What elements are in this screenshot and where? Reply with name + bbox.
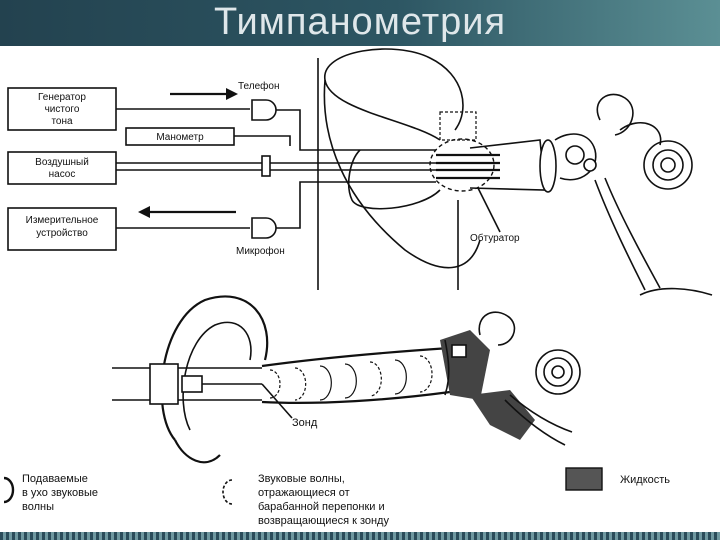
eardrum — [539, 139, 557, 193]
lower-cochlea-mid — [543, 357, 573, 387]
manometer-line — [234, 135, 291, 146]
lower-auricle-inner — [182, 321, 252, 431]
lower-ossicle — [451, 344, 467, 358]
meter-box — [7, 207, 117, 251]
wave-3 — [319, 365, 332, 401]
lower-semicircular — [478, 311, 516, 346]
air-pump-label-2: насос — [49, 169, 76, 180]
title-bar — [0, 0, 720, 46]
lower-cochlea-inner — [551, 365, 565, 379]
tympanometry-diagram: Генератор чистого тона Телефон Манометр … — [3, 48, 713, 527]
footer-strip — [0, 532, 720, 540]
lower-cochlea-outer — [535, 349, 581, 395]
ossicle-malleus — [565, 145, 585, 165]
telephone-icon — [251, 99, 277, 121]
microphone-icon — [251, 217, 277, 239]
manometer-label: Манометр — [156, 132, 204, 143]
legend-reflected-4: возвращающиеся к зонду — [258, 515, 389, 527]
legend-fluid-label: Жидкость — [620, 474, 670, 486]
cochlea-outer — [643, 140, 693, 190]
arrow-head-left — [138, 206, 150, 218]
legend-fluid-swatch — [565, 467, 603, 491]
legend-reflected-3: барабанной перепонки и — [258, 501, 385, 513]
wave-7 — [419, 355, 433, 393]
middle-ear-cavity — [554, 133, 597, 181]
legend-incoming-1: Подаваемые — [22, 473, 88, 485]
air-pump-box — [7, 151, 117, 185]
generator-label-3: тона — [51, 116, 73, 127]
lower-nerve-2 — [509, 394, 573, 433]
air-pump-label-1: Воздушный — [35, 157, 89, 168]
legend-reflected-symbol — [222, 479, 233, 505]
semicircular-canal-2 — [619, 121, 662, 146]
auricle-top — [324, 48, 464, 141]
nerve-bottom — [639, 287, 713, 296]
microphone-label: Микрофон — [236, 245, 285, 257]
eustachian-tube-1 — [594, 179, 646, 291]
cochlea-mid — [652, 149, 684, 181]
eustachian-tube-2 — [604, 177, 661, 289]
telephone-tube — [276, 109, 436, 151]
top-diagram: Генератор чистого тона Телефон Манометр … — [7, 48, 713, 296]
probe-housing — [149, 363, 179, 405]
microphone-tube — [276, 181, 436, 229]
generator-label-2: чистого — [45, 104, 80, 115]
legend: Подаваемые в ухо звуковые волны Звуковые… — [3, 467, 670, 527]
generator-label-1: Генератор — [38, 92, 86, 103]
fluid-region-2 — [470, 390, 535, 440]
ear-canal — [469, 139, 546, 191]
fluid-region-1 — [440, 330, 490, 400]
air-valve — [261, 155, 271, 177]
probe-tip — [181, 375, 203, 393]
wave-6 — [394, 359, 407, 395]
legend-reflected-1: Звуковые волны, — [258, 473, 345, 485]
lower-eardrum — [444, 339, 450, 396]
tragus-outline — [439, 111, 477, 141]
canal-wall-bottom — [261, 390, 451, 404]
probe-zone-circle — [429, 138, 495, 192]
auricle-inner — [348, 149, 441, 210]
legend-incoming-2: в ухо звуковые — [22, 487, 98, 499]
slide-title: Тимпанометрия — [213, 1, 507, 43]
canal-wall-top — [261, 346, 451, 368]
semicircular-canal-1 — [596, 93, 634, 136]
wave-4 — [344, 363, 357, 399]
lower-nerve-1 — [504, 399, 566, 446]
ossicle-incus — [583, 158, 597, 172]
telephone-label: Телефон — [238, 80, 279, 92]
arrow-head-right — [226, 88, 238, 100]
legend-incoming-symbol — [3, 476, 15, 504]
generator-box — [7, 87, 117, 131]
diagram-area: Генератор чистого тона Телефон Манометр … — [0, 46, 720, 532]
auricle-lobe — [323, 79, 481, 269]
legend-reflected-2: отражающиеся от — [258, 487, 350, 499]
cochlea-inner — [660, 157, 676, 173]
obturator-pointer — [477, 187, 501, 233]
obturator-label: Обтуратор — [470, 232, 520, 244]
lower-auricle-lobe — [174, 439, 221, 464]
probe-label: Зонд — [292, 417, 318, 429]
meter-label-2: устройство — [36, 228, 88, 239]
bottom-diagram: Зонд — [112, 295, 581, 464]
wave-5 — [369, 361, 382, 397]
wave-2 — [294, 367, 307, 401]
probe-pointer — [261, 383, 293, 419]
legend-incoming-3: волны — [22, 501, 54, 513]
meter-label-1: Измерительное — [26, 215, 99, 226]
